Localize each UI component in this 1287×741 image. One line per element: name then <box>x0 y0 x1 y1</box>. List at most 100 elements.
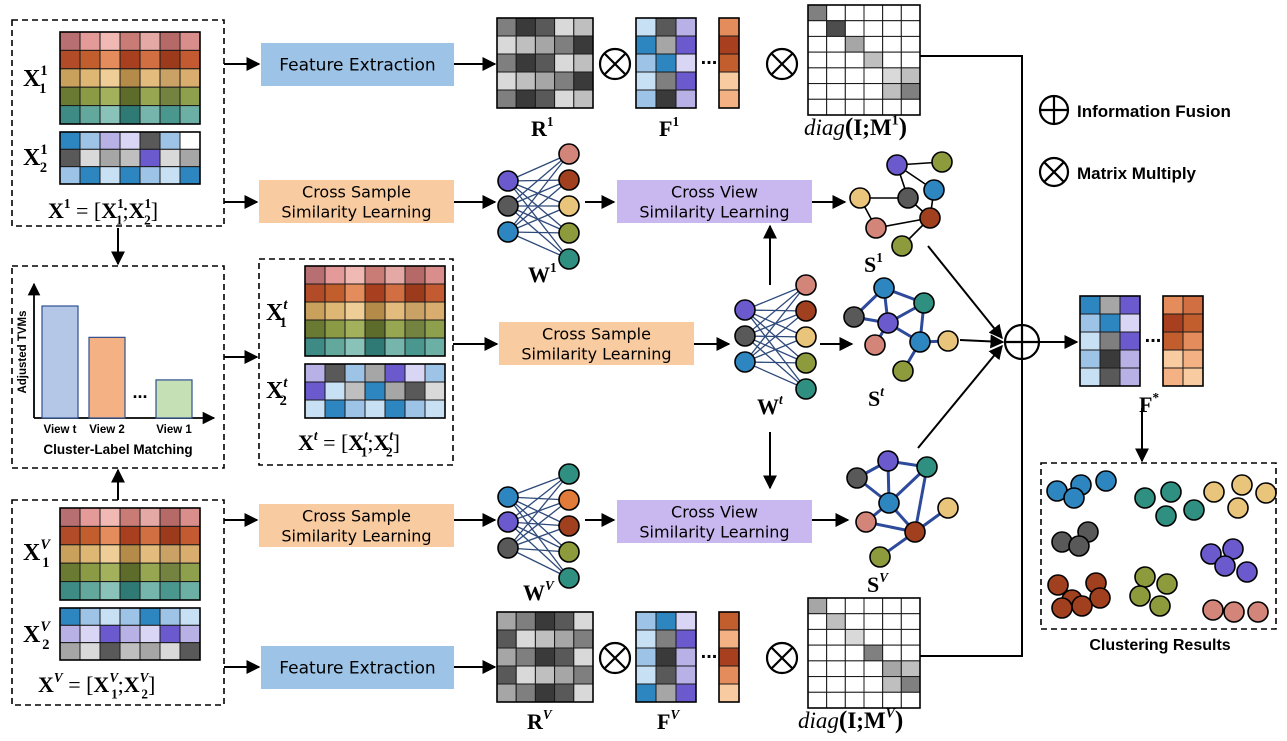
matrix-cell <box>496 611 517 631</box>
matrix-cell <box>826 613 846 630</box>
matrix-cell <box>1099 349 1121 369</box>
matrix-cell <box>99 642 121 661</box>
matrix-r1 <box>496 17 594 109</box>
box-label-line1: Cross Sample <box>542 325 651 344</box>
matrix-cell <box>59 148 81 168</box>
matrix-f1-a <box>635 17 697 109</box>
matrix-cell <box>59 49 81 70</box>
matrix-cell <box>384 301 406 321</box>
box-label-line1: Cross Sample <box>302 183 411 202</box>
nn-node <box>497 511 519 533</box>
matrix-cell <box>882 83 902 100</box>
feature-extraction-box-top: Feature Extraction <box>261 43 454 86</box>
matrix-cell <box>718 17 740 37</box>
svg-text:Xt = [Xt1;Xt2]: Xt = [Xt1;Xt2] <box>298 428 400 460</box>
matrix-cell <box>675 53 697 73</box>
nn-node <box>734 325 756 347</box>
cluster-point <box>1047 574 1069 596</box>
matrix-cell <box>119 581 141 601</box>
cluster-point <box>1129 585 1151 607</box>
graph-node <box>846 467 868 489</box>
matrix-cell <box>424 381 446 401</box>
matrix-cell <box>59 105 81 125</box>
network-wv <box>497 463 580 589</box>
matrix-x1-1 <box>59 31 201 125</box>
clustering-results-label: Clustering Results <box>1089 637 1230 654</box>
graph-node <box>923 179 945 201</box>
matrix-cell <box>807 676 828 693</box>
matrix-cell <box>882 613 902 630</box>
matrix-cell <box>573 89 594 109</box>
matrix-cell <box>534 611 556 631</box>
matrix-cell <box>384 319 406 339</box>
matrix-cell <box>1099 313 1121 333</box>
matrix-cell <box>304 381 326 401</box>
matrix-cell <box>863 660 884 678</box>
cluster-point <box>1214 555 1236 577</box>
matrix-cell <box>139 607 161 626</box>
matrix-cell <box>404 399 426 419</box>
fusion-icon <box>1003 323 1041 361</box>
matrix-xv-2 <box>59 607 201 661</box>
nn-node <box>795 326 817 348</box>
matrix-cell <box>635 647 657 667</box>
matrix-cell <box>99 86 121 107</box>
matrix-cell <box>344 399 366 419</box>
matrix-cell <box>554 89 575 109</box>
label-wt: Wt <box>757 392 783 419</box>
bar-category-label: View t <box>43 424 76 436</box>
matrix-cell <box>675 629 697 649</box>
svg-text:XV = [XV1;XV2]: XV = [XV1;XV2] <box>38 670 155 702</box>
nn-node <box>558 143 580 165</box>
matrix-cell <box>882 597 902 615</box>
matrix-cell <box>1079 313 1101 333</box>
matrix-cell <box>79 544 101 564</box>
box-label-line2: Similarity Learning <box>639 203 789 222</box>
svg-text:diag(I;M1): diag(I;M1) <box>804 113 907 141</box>
matrix-cell <box>515 683 536 703</box>
matrix-cell <box>496 53 517 73</box>
bar-category-label: View 1 <box>156 424 192 436</box>
matrix-cell <box>635 35 657 55</box>
matrix-cell <box>718 629 740 649</box>
matrix-cell <box>826 35 846 53</box>
matrix-cell <box>718 71 740 91</box>
matrix-cell <box>534 629 556 649</box>
matrix-cell <box>882 4 902 22</box>
matrix-cell <box>79 148 101 168</box>
matrix-cell <box>844 660 865 678</box>
matrix-cell <box>304 363 326 383</box>
graph-node <box>891 235 913 257</box>
cluster-point <box>1068 535 1090 557</box>
matrix-cell <box>900 35 921 53</box>
graph-node <box>864 334 886 356</box>
matrix-cell <box>675 71 697 91</box>
matrix-cell <box>826 597 846 615</box>
matrix-cell <box>179 166 201 185</box>
matrix-cell <box>159 525 181 546</box>
matrix-cell <box>655 683 677 703</box>
nn-node <box>558 463 580 485</box>
legend-fusion-icon <box>1038 94 1070 126</box>
cluster-point <box>1095 470 1117 492</box>
matrix-cell <box>1099 331 1121 351</box>
graph-node <box>878 492 900 514</box>
matrix-cell <box>900 628 921 646</box>
matrix-cell <box>1182 313 1204 333</box>
matrix-cell <box>59 166 81 185</box>
matrix-cell <box>515 89 536 109</box>
matrix-cell <box>324 319 346 339</box>
cluster-point <box>1247 601 1269 623</box>
matrix-cell <box>79 166 101 185</box>
matrix-cell <box>826 98 846 116</box>
matrix-cell <box>304 319 326 339</box>
nn-node <box>558 169 580 191</box>
cluster-point <box>1089 587 1111 609</box>
matrix-cell <box>324 265 346 285</box>
matrix-cell <box>635 53 657 73</box>
matrix-cell <box>304 337 326 357</box>
matrix-cell <box>1162 295 1184 315</box>
label-w1: W1 <box>528 260 557 287</box>
